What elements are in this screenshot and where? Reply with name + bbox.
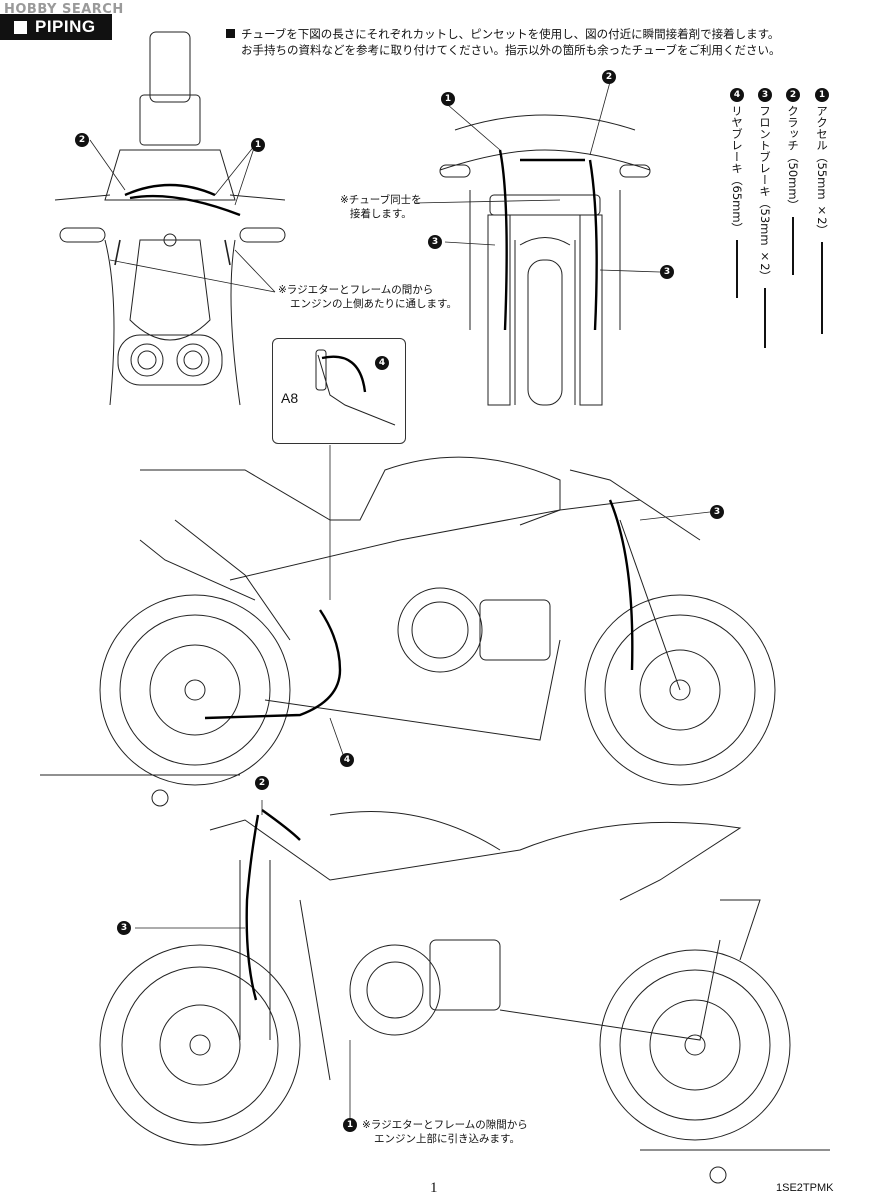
callout-side-upper-4: 4 bbox=[340, 753, 354, 767]
note-line: 接着します。 bbox=[349, 208, 412, 220]
tube-item-1: 1 アクセル（55mm ×2） bbox=[814, 88, 830, 335]
inset-detail-box bbox=[272, 338, 406, 444]
tube-item-4: 4 リヤブレーキ（65mm） bbox=[729, 88, 745, 299]
note-line: エンジンの上側あたりに通します。 bbox=[290, 298, 457, 310]
number-badge: 1 bbox=[815, 88, 829, 102]
note-radiator-top: ※ラジエターとフレームの間から エンジンの上側あたりに通します。 bbox=[278, 283, 457, 311]
tube-label: リヤブレーキ（65mm） bbox=[730, 105, 744, 235]
tube-length-line bbox=[821, 242, 823, 335]
callout-front-1: 1 bbox=[441, 92, 455, 106]
side-view-lower-drawing bbox=[99, 800, 830, 1184]
front-view-drawing bbox=[414, 81, 661, 406]
note-line: ※ラジエターとフレームの隙間から bbox=[362, 1119, 528, 1131]
callout-side-lower-3: 3 bbox=[117, 921, 131, 935]
tube-label: フロントブレーキ（53mm ×2） bbox=[758, 105, 772, 283]
page-number: 1 bbox=[430, 1180, 438, 1196]
callout-side-lower-1: 1 bbox=[343, 1118, 357, 1132]
section-title: PIPING bbox=[35, 17, 96, 36]
note-line: エンジン上部に引き込みます。 bbox=[374, 1133, 520, 1145]
number-badge: 2 bbox=[786, 88, 800, 102]
note-radiator-bottom: ※ラジエターとフレームの隙間から エンジン上部に引き込みます。 bbox=[362, 1118, 528, 1146]
instruction-line-2: お手持ちの資料などを参考に取り付けてください。指示以外の箇所も余ったチューブをご… bbox=[241, 43, 781, 57]
callout-side-upper-3: 3 bbox=[710, 505, 724, 519]
tube-length-line bbox=[736, 240, 738, 299]
top-view-drawing bbox=[54, 31, 286, 406]
note-tube-join: ※チューブ同士を 接着します。 bbox=[340, 193, 422, 221]
square-bullet-icon bbox=[226, 29, 235, 38]
instructions: チューブを下図の長さにそれぞれカットし、ピンセットを使用し、図の付近に瞬間接着剤… bbox=[226, 26, 826, 58]
instruction-line-1: チューブを下図の長さにそれぞれカットし、ピンセットを使用し、図の付近に瞬間接着剤… bbox=[241, 27, 780, 41]
note-line: ※ラジエターとフレームの間から bbox=[278, 284, 434, 296]
tube-length-line bbox=[792, 217, 794, 276]
callout-front-2: 2 bbox=[602, 70, 616, 84]
tube-label: アクセル（55mm ×2） bbox=[815, 105, 829, 237]
note-line: ※チューブ同士を bbox=[340, 194, 422, 206]
callout-front-3b: 3 bbox=[660, 265, 674, 279]
inset-drawing bbox=[315, 349, 396, 426]
section-header: PIPING bbox=[0, 14, 112, 40]
side-view-upper-drawing bbox=[40, 445, 776, 807]
tube-length-line bbox=[764, 288, 766, 349]
part-label-a8: A8 bbox=[281, 390, 299, 406]
watermark-text: HOBBY SEARCH bbox=[4, 2, 124, 17]
tube-label: クラッチ（50mm） bbox=[786, 105, 800, 212]
number-badge: 4 bbox=[730, 88, 744, 102]
callout-inset-4: 4 bbox=[375, 356, 389, 370]
callout-front-3a: 3 bbox=[428, 235, 442, 249]
callout-top-left-1: 1 bbox=[251, 138, 265, 152]
tube-item-3: 3 フロントブレーキ（53mm ×2） bbox=[757, 88, 773, 349]
product-code: 1SE2TPMK bbox=[776, 1182, 834, 1194]
callout-side-lower-2: 2 bbox=[255, 776, 269, 790]
number-badge: 3 bbox=[758, 88, 772, 102]
callout-top-left-2: 2 bbox=[75, 133, 89, 147]
tube-item-2: 2 クラッチ（50mm） bbox=[785, 88, 801, 276]
square-bullet-icon bbox=[14, 20, 27, 34]
